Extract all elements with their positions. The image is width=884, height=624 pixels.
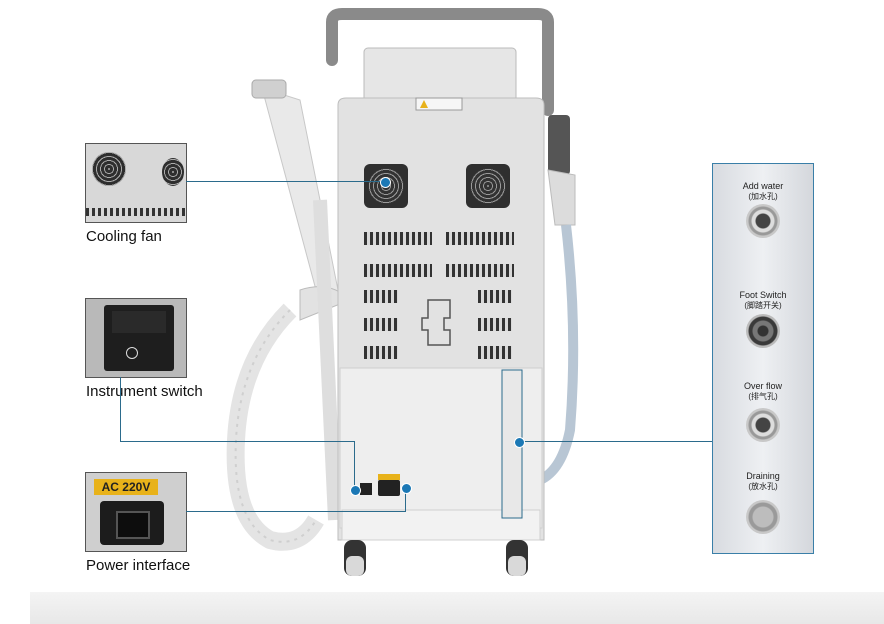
cooling-fan-leader <box>186 181 384 182</box>
port-over-flow-label: Over flow <box>743 381 782 391</box>
foot-switch-port <box>746 314 780 348</box>
vent-row <box>364 318 398 331</box>
draining-port <box>746 500 780 534</box>
port-add-water-label: Add water <box>742 181 784 191</box>
floor-shadow <box>30 592 884 624</box>
cooling-fan-caption: Cooling fan <box>86 228 162 245</box>
power-leader <box>186 511 406 512</box>
port-foot-switch-label: Foot Switch <box>739 290 787 300</box>
switch-leader-horizontal <box>120 441 354 442</box>
instrument-switch-caption: Instrument switch <box>86 383 203 400</box>
vent-row <box>478 290 512 303</box>
vent-row <box>364 290 398 303</box>
over-flow-port <box>746 408 780 442</box>
vent-row <box>364 264 432 277</box>
switch-leader-down <box>354 441 355 489</box>
vent-row <box>478 346 512 359</box>
ports-dot <box>514 437 525 448</box>
power-leader-up <box>405 488 406 512</box>
add-water-port <box>746 204 780 238</box>
ports-leader <box>520 441 712 442</box>
cooling-fan-dot <box>380 177 391 188</box>
vent-row <box>446 232 514 245</box>
switch-dot <box>350 485 361 496</box>
power-interface-inset: AC 220V <box>85 472 187 552</box>
port-draining-label: Draining <box>746 471 780 481</box>
vent-row <box>364 232 432 245</box>
vent-row <box>364 346 398 359</box>
port-draining-sub: (放水孔) <box>748 482 778 491</box>
cooling-fan-inset <box>85 143 187 223</box>
port-over-flow-sub: (排气孔) <box>748 392 778 401</box>
power-dot <box>401 483 412 494</box>
ac-label: AC 220V <box>94 479 158 495</box>
port-foot-switch-sub: (脚踏开关) <box>744 301 782 310</box>
instrument-switch-inset <box>85 298 187 378</box>
fan-right-icon <box>466 164 510 208</box>
vent-row <box>478 318 512 331</box>
port-add-water-sub: (加水孔) <box>748 192 778 201</box>
switch-leader-vertical <box>120 377 121 441</box>
vent-row <box>446 264 514 277</box>
power-interface-caption: Power interface <box>86 557 191 574</box>
ports-panel: Add water (加水孔) Foot Switch (脚踏开关) Over … <box>712 163 814 554</box>
